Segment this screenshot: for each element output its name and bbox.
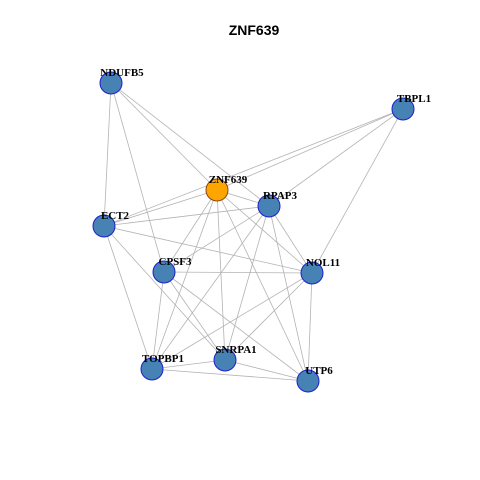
node-label: ZNF639 [209, 174, 248, 186]
node-circle [205, 178, 229, 202]
node-label: RPAP3 [263, 190, 298, 202]
node-snrpa1: SNRPA1 [213, 344, 257, 372]
edge-cpsf3-topbp1 [151, 271, 165, 370]
node-circle [257, 194, 281, 218]
node-nol11: NOL11 [300, 257, 340, 285]
node-label: SNRPA1 [215, 344, 256, 356]
edge-znf639-ect2 [103, 189, 218, 227]
edge-znf639-topbp1 [151, 189, 218, 370]
edge-ect2-nol11 [103, 225, 313, 274]
node-circle [140, 357, 164, 381]
edge-snrpa1-utp6 [224, 359, 309, 382]
node-label: TOPBP1 [142, 353, 184, 365]
node-circle [300, 261, 324, 285]
edge-cpsf3-snrpa1 [163, 271, 226, 361]
node-circle [99, 71, 123, 95]
edge-tbpl1-ect2 [103, 108, 404, 227]
edge-rpap3-utp6 [268, 205, 309, 382]
node-label: NDUFB5 [100, 67, 144, 79]
node-circle [213, 348, 237, 372]
node-circle [296, 369, 320, 393]
node-circle [391, 97, 415, 121]
edge-cpsf3-utp6 [163, 271, 309, 382]
edge-rpap3-cpsf3 [163, 205, 270, 273]
node-circle [92, 214, 116, 238]
node-utp6: UTP6 [296, 365, 333, 393]
edge-znf639-tbpl1 [216, 108, 404, 191]
edge-nol11-topbp1 [151, 272, 313, 370]
edge-tbpl1-nol11 [311, 108, 404, 274]
node-label: CPSF3 [159, 256, 193, 268]
node-label: TBPL1 [397, 93, 431, 105]
edge-ect2-topbp1 [103, 225, 153, 370]
node-label: UTP6 [305, 365, 333, 377]
edge-znf639-snrpa1 [216, 189, 226, 361]
node-label: NOL11 [306, 257, 340, 269]
edge-rpap3-ect2 [103, 205, 270, 227]
edge-topbp1-utp6 [151, 368, 309, 382]
graph-title: ZNF639 [229, 22, 280, 38]
node-ndufb5: NDUFB5 [99, 67, 144, 95]
edge-ndufb5-ect2 [103, 82, 112, 227]
node-tbpl1: TBPL1 [391, 93, 431, 121]
node-cpsf3: CPSF3 [152, 256, 193, 284]
edge-znf639-nol11 [216, 189, 313, 274]
node-ect2: ECT2 [92, 210, 130, 238]
node-znf639: ZNF639 [205, 174, 248, 202]
node-label: ECT2 [101, 210, 130, 222]
node-circle [152, 260, 176, 284]
edge-nol11-snrpa1 [224, 272, 313, 361]
edge-topbp1-snrpa1 [151, 359, 226, 370]
edge-znf639-ndufb5 [110, 82, 218, 191]
edge-layer [103, 82, 404, 382]
edge-nol11-utp6 [307, 272, 313, 382]
edge-znf639-cpsf3 [163, 189, 218, 273]
edge-ndufb5-cpsf3 [110, 82, 165, 273]
edge-rpap3-nol11 [268, 205, 313, 274]
edge-znf639-utp6 [216, 189, 309, 382]
edge-cpsf3-nol11 [163, 271, 313, 274]
edge-tbpl1-rpap3 [268, 108, 404, 207]
node-topbp1: TOPBP1 [140, 353, 184, 381]
edge-rpap3-topbp1 [151, 205, 270, 370]
node-rpap3: RPAP3 [257, 190, 298, 218]
edge-rpap3-snrpa1 [224, 205, 270, 361]
edge-ndufb5-rpap3 [110, 82, 270, 207]
